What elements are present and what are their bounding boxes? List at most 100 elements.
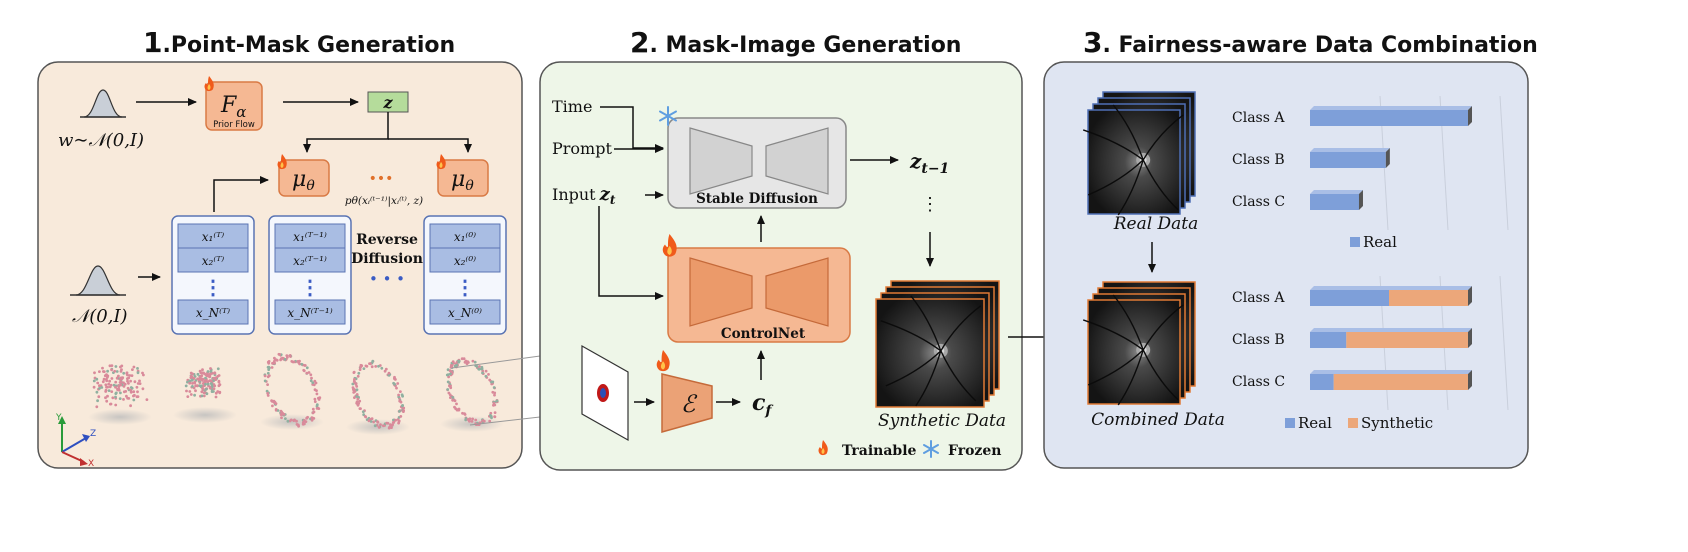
- bar-synthetic: [1333, 374, 1468, 390]
- vdots: ⋮: [300, 275, 320, 299]
- axis-z-label: Z: [90, 429, 96, 439]
- diffusion-label: Diffusion: [351, 251, 423, 267]
- bar-synthetic: [1346, 332, 1468, 348]
- decoder-trapezoid: [765, 127, 829, 195]
- flame-icon: [818, 440, 828, 456]
- mu-theta-box-1: [278, 159, 330, 197]
- tick-label: Class A: [1232, 290, 1285, 306]
- bar-top-face: [1310, 286, 1472, 290]
- bar-top-face: [1310, 148, 1390, 152]
- bar-side-face: [1358, 190, 1363, 210]
- cell-x2-T-1: x₂⁽ᵀ⁻¹⁾: [293, 254, 327, 268]
- controlnet-encoder: [689, 257, 753, 327]
- cell-xN-T: x_N⁽ᵀ⁾: [196, 306, 230, 320]
- grid-line: [1499, 275, 1509, 411]
- time-label: Time: [552, 97, 592, 116]
- bar-real: [1310, 152, 1386, 168]
- panel-title-2: 2. Mask-Image Generation: [630, 26, 961, 59]
- bar-top-face: [1310, 106, 1472, 110]
- real-images-stack: [1082, 91, 1196, 216]
- column-x-T: [171, 215, 255, 335]
- tick-label: Class A: [1232, 110, 1285, 126]
- point-cloud: [346, 359, 410, 435]
- gaussian-icon: [70, 265, 126, 296]
- reverse-label: Reverse: [356, 232, 418, 248]
- bar-side-face: [1468, 106, 1472, 126]
- encoder-label: ℰ: [681, 390, 698, 418]
- cell-x1-T: x₁⁽ᵀ⁾: [202, 230, 225, 244]
- tick-label: Class C: [1232, 194, 1285, 210]
- synthetic-data-label: Synthetic Data: [878, 411, 1006, 431]
- transition-probability-label: pθ(xᵢ⁽ᵗ⁻¹⁾|xᵢ⁽ᵗ⁾, z): [345, 195, 423, 208]
- cell-x1-T-1: x₁⁽ᵀ⁻¹⁾: [293, 230, 327, 244]
- legend-swatch-synthetic: [1348, 418, 1358, 428]
- vae-encoder: [661, 373, 713, 433]
- bar-real: [1310, 110, 1468, 126]
- prior-flow-symbol: Fα: [220, 93, 246, 121]
- arrow: [213, 176, 269, 212]
- trainable-label: Trainable: [842, 443, 917, 459]
- cell-x1-0: x₁⁽⁰⁾: [454, 230, 476, 244]
- flame-icon: [277, 154, 287, 170]
- w-distribution-label: w∼𝒩(0,I): [58, 130, 144, 151]
- column-x-0: [423, 215, 507, 335]
- latent-z-label: z: [382, 93, 393, 112]
- controlnet-decoder: [765, 257, 829, 327]
- legend-synthetic-label: Synthetic: [1361, 414, 1433, 432]
- flame-icon: [204, 76, 214, 92]
- snowflake-icon: [659, 106, 677, 126]
- bar-synthetic: [1389, 290, 1468, 306]
- normal-distribution-label: 𝒩(0,I): [72, 306, 128, 327]
- vdots: ⋮: [203, 275, 223, 299]
- encoder-trapezoid: [689, 127, 753, 195]
- combined-data-label: Combined Data: [1091, 410, 1225, 430]
- column-x-T-minus-1: [268, 215, 352, 335]
- point-cloud: [440, 357, 504, 432]
- fundus-image: [1082, 294, 1184, 406]
- bar-side-face: [1468, 370, 1472, 390]
- mu-theta-label-2: μθ: [451, 167, 474, 194]
- cell-xN-0: x_N⁽⁰⁾: [448, 306, 482, 320]
- mu-theta-box-2: [437, 159, 489, 197]
- arrow: [600, 106, 664, 152]
- flame-icon: [436, 154, 446, 170]
- bar-real: [1310, 374, 1334, 390]
- bar-real: [1310, 194, 1359, 210]
- frozen-label: Frozen: [948, 443, 1001, 459]
- bar-top-face: [1310, 328, 1472, 332]
- point-cloud-sequence: [88, 349, 585, 435]
- flame-icon: [656, 350, 670, 372]
- c-f-label: cf: [752, 390, 774, 419]
- tick-label: Class C: [1232, 374, 1285, 390]
- ellipsis-dots: • • •: [369, 270, 405, 288]
- snowflake-icon: [923, 440, 939, 458]
- legend-real-label: Real: [1363, 233, 1397, 251]
- cell-x2-T: x₂⁽ᵀ⁾: [202, 254, 225, 268]
- prior-flow-box: [205, 81, 263, 131]
- arrow: [303, 112, 389, 153]
- xyz-axes-icon: [58, 416, 90, 466]
- tick-label: Class B: [1232, 332, 1285, 348]
- cell-xN-T-1: x_N⁽ᵀ⁻¹⁾: [287, 306, 332, 320]
- combined-images-stack: [1082, 281, 1196, 406]
- grid-line: [1499, 95, 1509, 231]
- panel-title-1: 1.Point-Mask Generation: [143, 26, 455, 59]
- real-data-label: Real Data: [1113, 214, 1199, 234]
- bar-top-face: [1310, 190, 1363, 194]
- point-cloud: [88, 364, 152, 425]
- flame-icon: [662, 234, 677, 257]
- orange-dots: •••: [369, 171, 394, 187]
- synthetic-images-stack: [875, 280, 1000, 408]
- arrow: [388, 138, 472, 153]
- stable-diffusion-label: Stable Diffusion: [696, 191, 818, 207]
- legend-swatch-real: [1285, 418, 1295, 428]
- bar-top-face: [1310, 370, 1472, 374]
- prompt-label: Prompt: [552, 139, 612, 158]
- axis-x-label: X: [88, 459, 94, 469]
- point-cloud: [260, 352, 324, 430]
- vdots: ⋮: [455, 275, 475, 299]
- mu-theta-label-1: μθ: [292, 167, 315, 194]
- arrow: [598, 206, 664, 300]
- controlnet-label: ControlNet: [721, 326, 806, 342]
